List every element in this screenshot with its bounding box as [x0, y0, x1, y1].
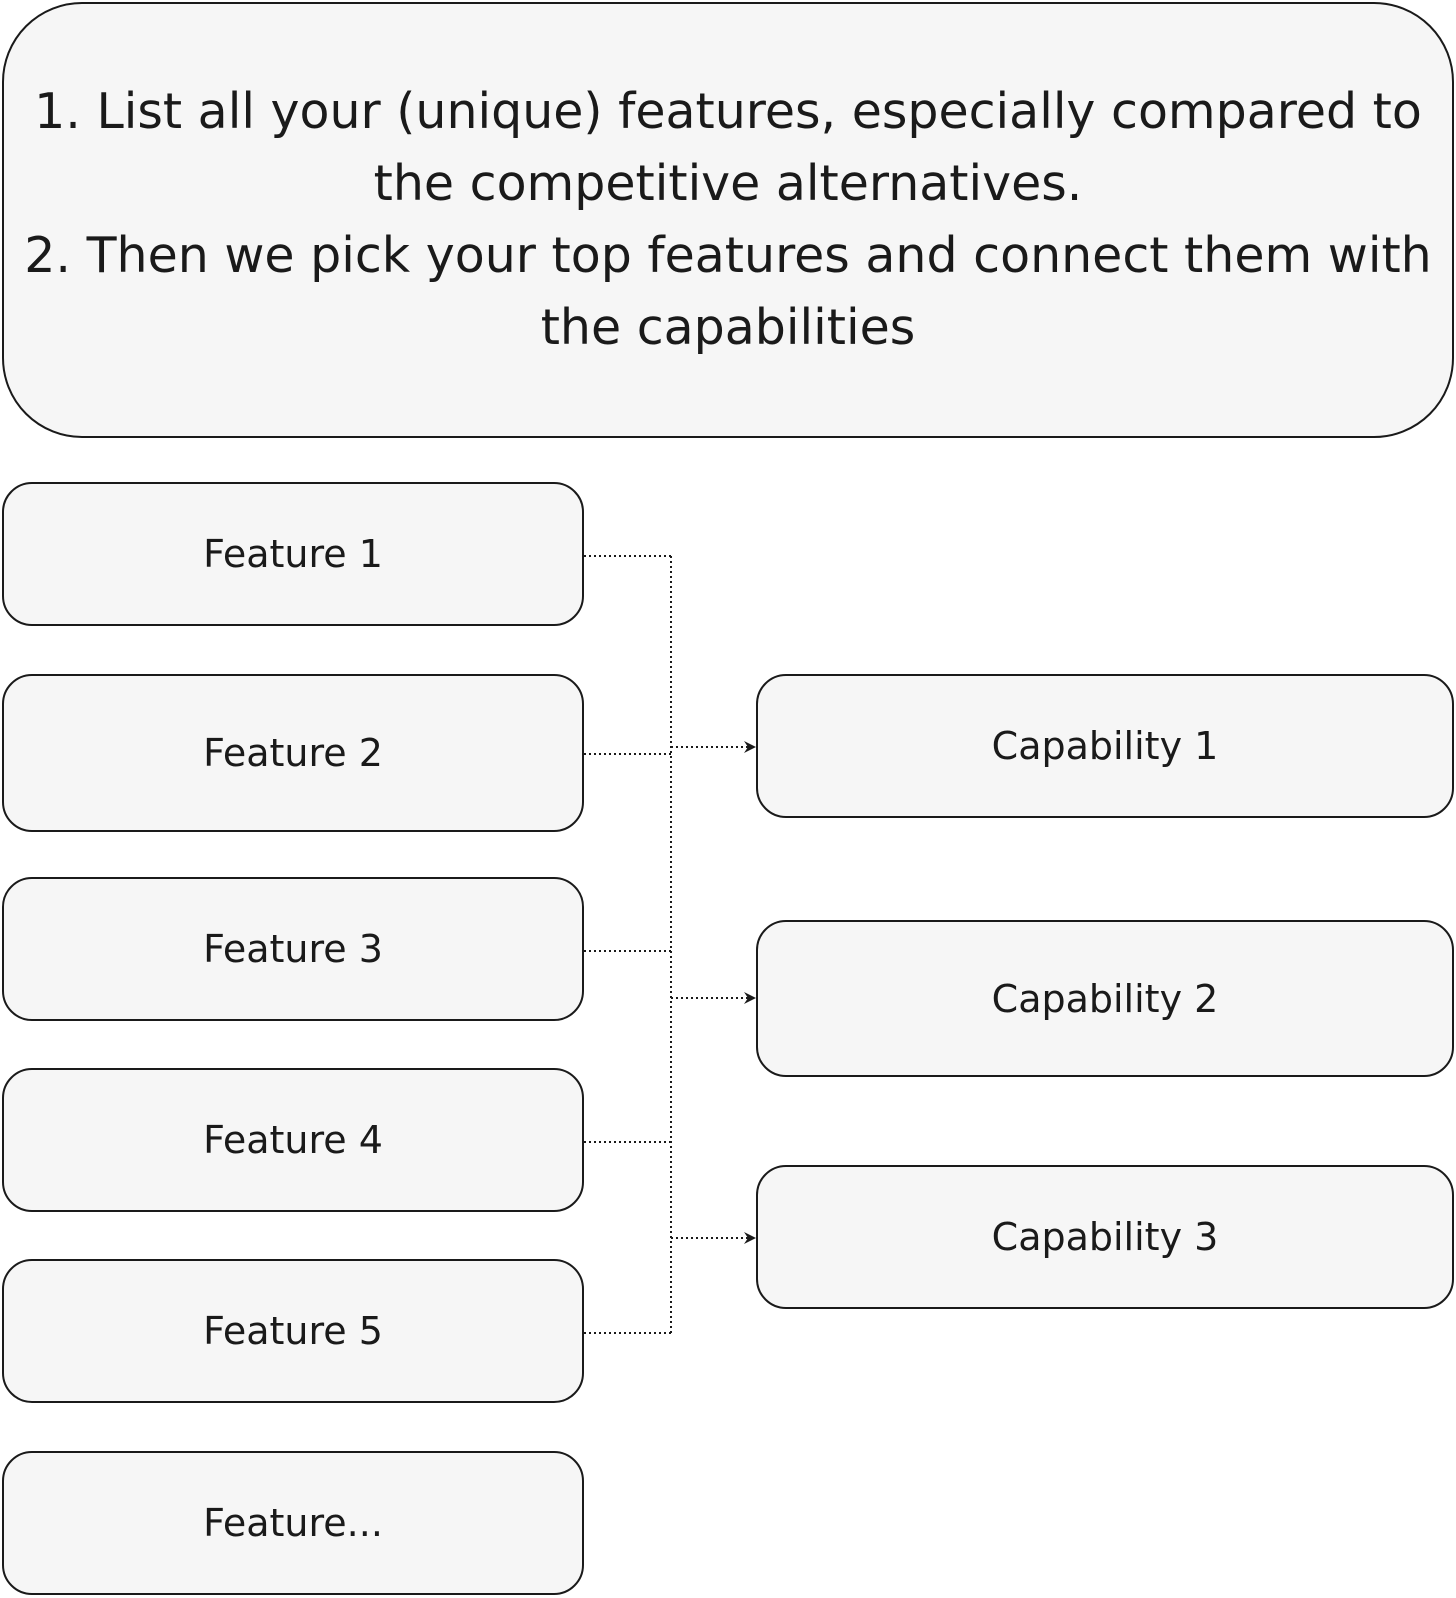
- feature-2-box: Feature 2: [2, 674, 584, 832]
- capability-2-label: Capability 2: [991, 976, 1219, 1021]
- feature-4-label: Feature 4: [203, 1118, 383, 1162]
- feature-3-label: Feature 3: [203, 927, 383, 971]
- feature-2-label: Feature 2: [203, 731, 383, 775]
- feature-1-box: Feature 1: [2, 482, 584, 626]
- feature-more-label: Feature...: [203, 1501, 383, 1545]
- capability-3-box: Capability 3: [756, 1165, 1454, 1309]
- feature-3-box: Feature 3: [2, 877, 584, 1021]
- feature-1-label: Feature 1: [203, 532, 383, 576]
- instruction-line-4: the capabilities: [540, 299, 916, 356]
- feature-5-label: Feature 5: [203, 1309, 383, 1353]
- capability-2-box: Capability 2: [756, 920, 1454, 1077]
- feature-4-box: Feature 4: [2, 1068, 584, 1212]
- instruction-line-2: the competitive alternatives.: [373, 155, 1083, 212]
- capability-1-box: Capability 1: [756, 674, 1454, 818]
- instruction-line-1: 1. List all your (unique) features, espe…: [34, 83, 1422, 140]
- instruction-line-3: 2. Then we pick your top features and co…: [24, 227, 1432, 284]
- capability-3-label: Capability 3: [991, 1215, 1219, 1259]
- capability-1-label: Capability 1: [991, 724, 1219, 768]
- feature-5-box: Feature 5: [2, 1259, 584, 1403]
- instructions-box: 1. List all your (unique) features, espe…: [2, 2, 1454, 438]
- feature-more-box: Feature...: [2, 1451, 584, 1595]
